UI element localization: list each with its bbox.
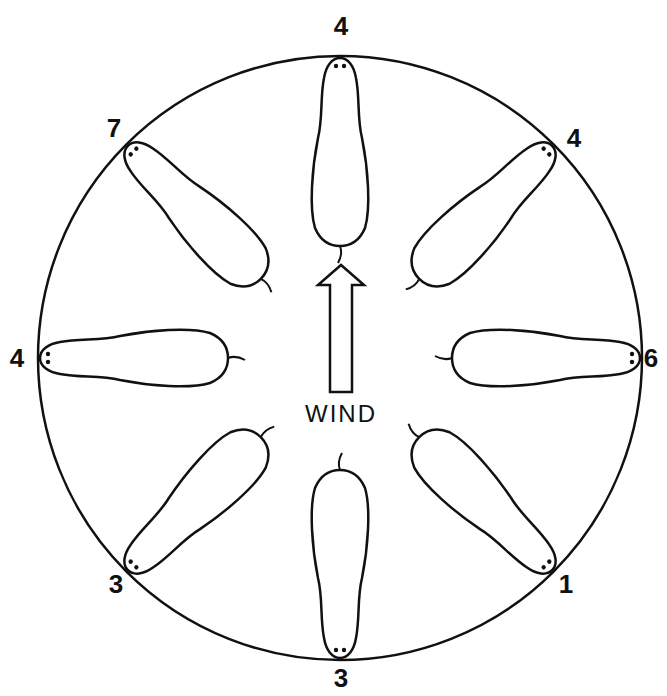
count-number: 1: [559, 571, 573, 597]
count-number: 4: [567, 125, 581, 151]
count-number: 3: [334, 665, 348, 691]
arena-circle: [38, 56, 642, 660]
wind-label: WIND: [305, 402, 377, 426]
count-number: 3: [109, 571, 123, 597]
wind-arrow: [318, 265, 364, 392]
count-number: 7: [107, 115, 121, 141]
count-number: 6: [644, 345, 658, 371]
count-number: 4: [10, 345, 24, 371]
count-number: 4: [334, 13, 348, 39]
rat-figures: [40, 58, 640, 658]
